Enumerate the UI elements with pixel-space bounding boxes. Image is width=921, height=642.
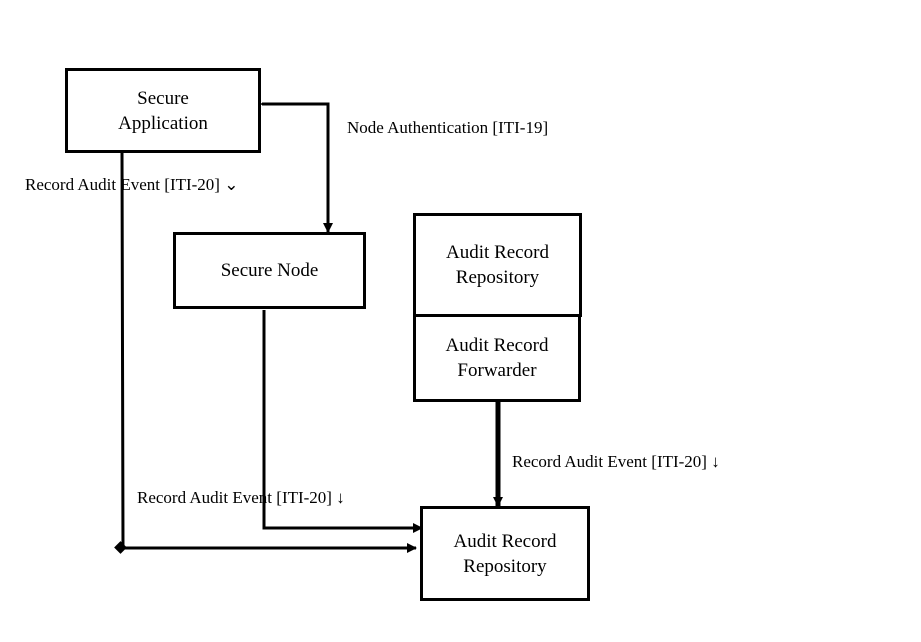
audit-record-repository-bottom-box: Audit Record Repository <box>420 506 590 601</box>
arr-forwarder-line2: Forwarder <box>457 360 537 381</box>
arr-bottom-line1: Audit Record <box>453 530 557 552</box>
arr-top-line1: Audit Record <box>446 242 549 263</box>
secure-application-line1: Secure <box>137 87 189 109</box>
audit-record-repository-top-box: Audit Record Repository <box>413 213 582 317</box>
arr-top-line2: Repository <box>455 267 540 288</box>
node-record-audit-label: Record Audit Event [ITI-20] ↓ <box>137 488 345 507</box>
app-record-audit-label: Record Audit Event [ITI-20] ⌄ <box>25 175 239 194</box>
secure-node-line1: Secure Node <box>220 260 319 281</box>
node-auth-label: Node Authentication [ITI-19] <box>347 118 549 137</box>
secure-application-line2: Application <box>118 112 208 134</box>
audit-record-forwarder-box: Audit Record Forwarder <box>413 314 581 402</box>
arr-forwarder-line1: Audit Record <box>445 335 549 356</box>
node-auth-connector <box>253 99 333 233</box>
secure-node-box: Secure Node <box>173 232 366 309</box>
forwarder-record-audit-label: Record Audit Event [ITI-20] ↓ <box>512 452 720 471</box>
node-audit-connector <box>262 310 423 533</box>
junction-diamond <box>114 541 127 554</box>
arr-bottom-line2: Repository <box>463 555 547 577</box>
secure-application-box: Secure Application <box>65 68 261 153</box>
